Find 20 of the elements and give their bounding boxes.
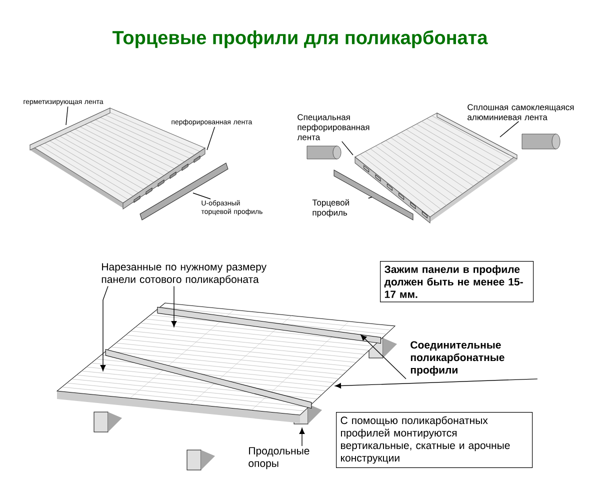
arrow <box>299 428 305 446</box>
arrow <box>171 286 177 328</box>
label: Специальная перфорированная лента <box>297 114 370 140</box>
label: Соединительные поликарбонатные профили <box>410 341 504 376</box>
leader-line <box>66 106 68 126</box>
leader-line <box>342 141 354 156</box>
label: Сплошная самоклеящаяся алюминиевая лента <box>468 104 574 120</box>
label: Торцевой профиль <box>312 199 349 218</box>
title: Торцевые профили для поликарбоната <box>112 30 488 48</box>
note-box: Зажим панели в профиле должен быть не менее 15-17 мм. <box>380 261 534 302</box>
leader-line <box>500 121 520 138</box>
leader-line <box>368 196 372 199</box>
label: Нарезанные по нужному размеру панели сотового поликарбоната <box>102 263 266 286</box>
note-box: С помощью поликарбонатных профилей монтируются вертикальные, скатные и арочные конструкции <box>336 412 533 468</box>
leader-line <box>192 192 211 200</box>
arrow <box>100 286 108 372</box>
arrow <box>334 378 538 388</box>
arrow <box>360 334 406 380</box>
leader-line <box>206 126 216 150</box>
label: Продольные опоры <box>248 447 310 470</box>
